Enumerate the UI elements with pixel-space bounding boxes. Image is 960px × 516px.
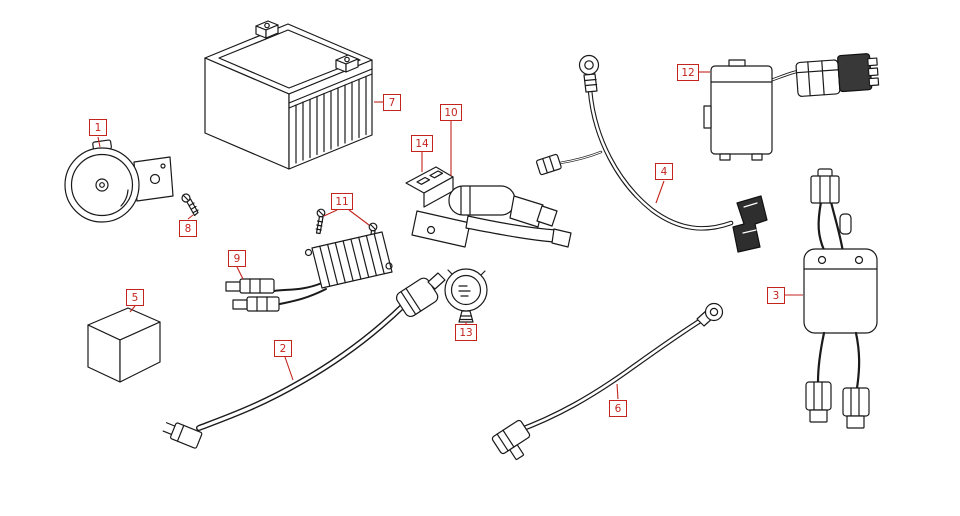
part-9-regulator xyxy=(225,231,393,312)
part-2-cable xyxy=(162,272,446,449)
callout-8[interactable]: 8 xyxy=(179,220,197,237)
part-5-box xyxy=(87,307,161,383)
part-12-relay xyxy=(703,53,880,161)
part-3-solenoid xyxy=(803,168,878,429)
callout-7[interactable]: 7 xyxy=(383,94,401,111)
part-10-coil-assembly xyxy=(405,166,572,248)
part-13-cap xyxy=(444,268,488,323)
callout-6[interactable]: 6 xyxy=(609,400,627,417)
callout-14[interactable]: 14 xyxy=(411,135,433,152)
callout-12[interactable]: 12 xyxy=(677,64,699,81)
callout-13[interactable]: 13 xyxy=(455,324,477,341)
part-1-horn xyxy=(64,139,174,223)
callout-5[interactable]: 5 xyxy=(126,289,144,306)
line-art xyxy=(64,20,880,461)
callout-2[interactable]: 2 xyxy=(274,340,292,357)
callout-1[interactable]: 1 xyxy=(89,119,107,136)
callout-4[interactable]: 4 xyxy=(655,163,673,180)
part-4-cable xyxy=(535,54,768,253)
part-7-battery xyxy=(204,20,373,170)
callout-leader-lines xyxy=(97,71,803,400)
part-8-screw xyxy=(181,193,199,217)
callout-10[interactable]: 10 xyxy=(440,104,462,121)
callout-9[interactable]: 9 xyxy=(228,250,246,267)
part-6-cable xyxy=(491,302,724,461)
callout-11[interactable]: 11 xyxy=(331,193,353,210)
callout-3[interactable]: 3 xyxy=(767,287,785,304)
